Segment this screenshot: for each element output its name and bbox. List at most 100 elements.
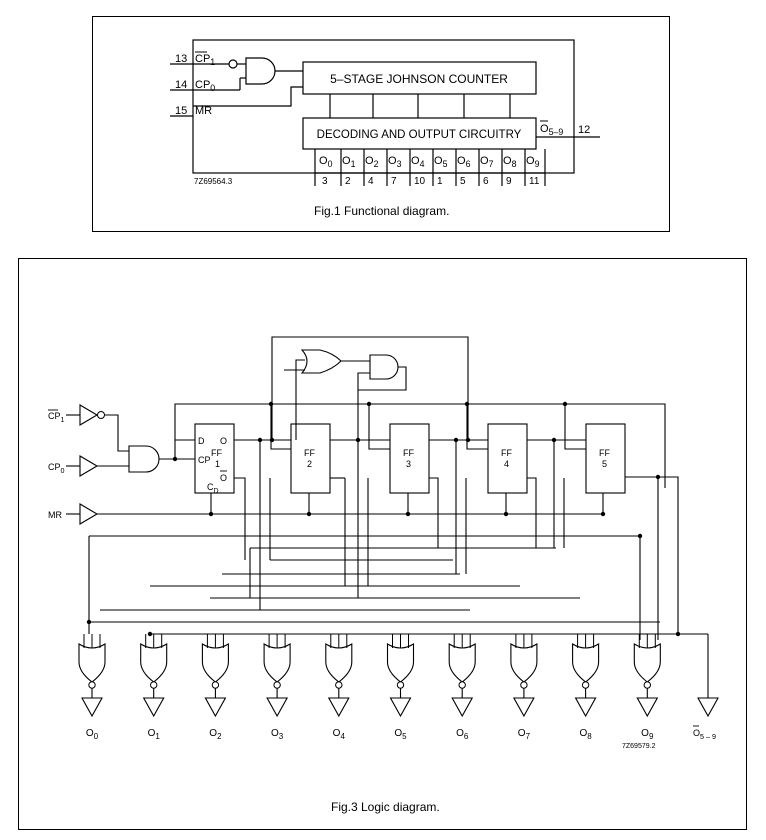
ff1-qbar-label: O bbox=[220, 473, 227, 483]
junction-dot bbox=[355, 437, 361, 443]
nor-gate-o8 bbox=[572, 643, 600, 683]
fig3-output-o0: O0 bbox=[86, 728, 99, 741]
fig1-output-pin-10: 10 bbox=[414, 176, 426, 187]
cp0-buffer bbox=[79, 455, 99, 477]
ff2-ff-label: FF bbox=[304, 448, 315, 458]
junction-dot bbox=[268, 401, 274, 407]
output-buffer-o1 bbox=[142, 697, 165, 718]
fig3-input-mr: MR bbox=[48, 510, 62, 520]
nor-bubble bbox=[581, 681, 590, 689]
fig3-frame bbox=[18, 258, 747, 830]
ff3-num-label: 3 bbox=[406, 459, 411, 469]
fig1-output-pin-1: 1 bbox=[437, 176, 443, 187]
output-buffer-o6 bbox=[451, 697, 474, 718]
nor-bubble bbox=[211, 681, 220, 689]
ff5-ff-label: FF bbox=[599, 448, 610, 458]
junction-dot bbox=[147, 631, 153, 637]
fig1-output-o4: O4 bbox=[411, 155, 425, 169]
fig1-output-pin-5: 5 bbox=[460, 176, 466, 187]
fig3-code: 7Z69579.2 bbox=[622, 743, 656, 750]
fig1-caption: Fig.1 Functional diagram. bbox=[314, 204, 450, 218]
junction-dot bbox=[655, 474, 661, 480]
ff4-num-label: 4 bbox=[504, 459, 509, 469]
nor-gate-o7 bbox=[510, 643, 538, 683]
output-buffer-o5 bbox=[389, 697, 412, 718]
nor-bubble bbox=[150, 681, 158, 689]
output-buffer-o0 bbox=[81, 697, 103, 718]
ff1-num-label: 1 bbox=[215, 459, 220, 469]
ff2-box bbox=[290, 423, 331, 494]
nor-bubble bbox=[458, 681, 466, 689]
ff1-cd-label: CD bbox=[207, 482, 219, 495]
fig1-decoder-block bbox=[302, 117, 537, 150]
fig1-output-pin-6: 6 bbox=[483, 176, 489, 187]
fig1-pin-15: 15 bbox=[175, 105, 187, 117]
output-buffer-o4 bbox=[327, 697, 350, 718]
fig1-output-o8: O8 bbox=[503, 155, 517, 169]
ff1-d-label: D bbox=[198, 436, 205, 446]
junction-dot bbox=[172, 456, 178, 462]
ff4-box bbox=[487, 423, 528, 494]
fig3-output-o8: O8 bbox=[579, 728, 592, 741]
fig1-output-o2: O2 bbox=[365, 155, 379, 169]
fig1-input-cp1: CP1 bbox=[195, 53, 215, 67]
fig1-output-pin-9: 9 bbox=[506, 176, 512, 187]
fig3-output-o7: O7 bbox=[518, 728, 531, 741]
fig3-output-o1: O1 bbox=[148, 728, 161, 741]
output-buffer-o8 bbox=[574, 697, 597, 718]
junction-dot bbox=[453, 437, 459, 443]
nor-bubble bbox=[643, 681, 651, 689]
junction-dot bbox=[405, 511, 411, 517]
nor-bubble bbox=[88, 681, 96, 689]
fig1-output-o7: O7 bbox=[480, 155, 494, 169]
ff4-ff-label: FF bbox=[501, 448, 512, 458]
fig1-input-cp0: CP0 bbox=[195, 79, 215, 93]
fig3-caption: Fig.3 Logic diagram. bbox=[331, 800, 440, 814]
fig1-pin-13: 13 bbox=[175, 53, 187, 65]
nor-gate-o0 bbox=[78, 643, 106, 683]
fig1-output-o5: O5 bbox=[434, 155, 448, 169]
fig1-pin-14: 14 bbox=[175, 79, 187, 91]
mr-buffer bbox=[79, 503, 99, 525]
fig3-output-o5: O5 bbox=[394, 728, 407, 741]
fig1-counter-block bbox=[302, 61, 537, 95]
nor-gate-o5 bbox=[386, 643, 415, 683]
junction-dot bbox=[551, 437, 557, 443]
fig1-counter-label: 5–STAGE JOHNSON COUNTER bbox=[330, 72, 508, 86]
fig1-code: 7Z69564.3 bbox=[194, 177, 233, 186]
fig3-input-cp0: CP0 bbox=[48, 462, 65, 475]
fig1-and-gate bbox=[245, 57, 276, 85]
fig1-inverter-bubble bbox=[228, 59, 238, 69]
feedback-and-gate bbox=[369, 354, 399, 380]
nor-gate-o1 bbox=[140, 643, 168, 683]
ff1-ff-label: FF bbox=[211, 448, 222, 458]
fig3-output-o4: O4 bbox=[333, 728, 346, 741]
junction-dot bbox=[257, 437, 263, 443]
output-buffer-o2 bbox=[204, 697, 227, 718]
junction-dot bbox=[269, 437, 275, 443]
junction-dot bbox=[86, 619, 92, 625]
junction-dot bbox=[465, 437, 471, 443]
carry-out-buffer bbox=[697, 697, 719, 718]
output-buffer-o3 bbox=[266, 697, 289, 718]
ff3-box bbox=[389, 423, 430, 494]
fig1-output-pin-2: 2 bbox=[345, 176, 351, 187]
output-buffer-o9 bbox=[636, 697, 659, 718]
junction-dot bbox=[366, 401, 372, 407]
fig1-output-pin-4: 4 bbox=[368, 176, 374, 187]
cp1-inverter-bubble bbox=[97, 411, 105, 419]
junction-dot bbox=[464, 401, 470, 407]
fig3-output-o6: O6 bbox=[456, 728, 469, 741]
junction-dot bbox=[306, 511, 312, 517]
fig1-output-o3: O3 bbox=[388, 155, 402, 169]
cp1-buffer bbox=[79, 404, 99, 426]
fig1-functional-diagram: 5–STAGE JOHNSON COUNTER DECODING AND OUT… bbox=[170, 39, 600, 187]
nor-bubble bbox=[520, 681, 528, 689]
fig1-carry-pin: 12 bbox=[578, 124, 590, 136]
nor-gate-o6 bbox=[448, 643, 476, 683]
nor-gate-o3 bbox=[263, 643, 291, 683]
nor-bubble bbox=[273, 681, 281, 689]
fig1-output-o0: O0 bbox=[319, 155, 333, 169]
nor-gate-o2 bbox=[201, 643, 229, 683]
